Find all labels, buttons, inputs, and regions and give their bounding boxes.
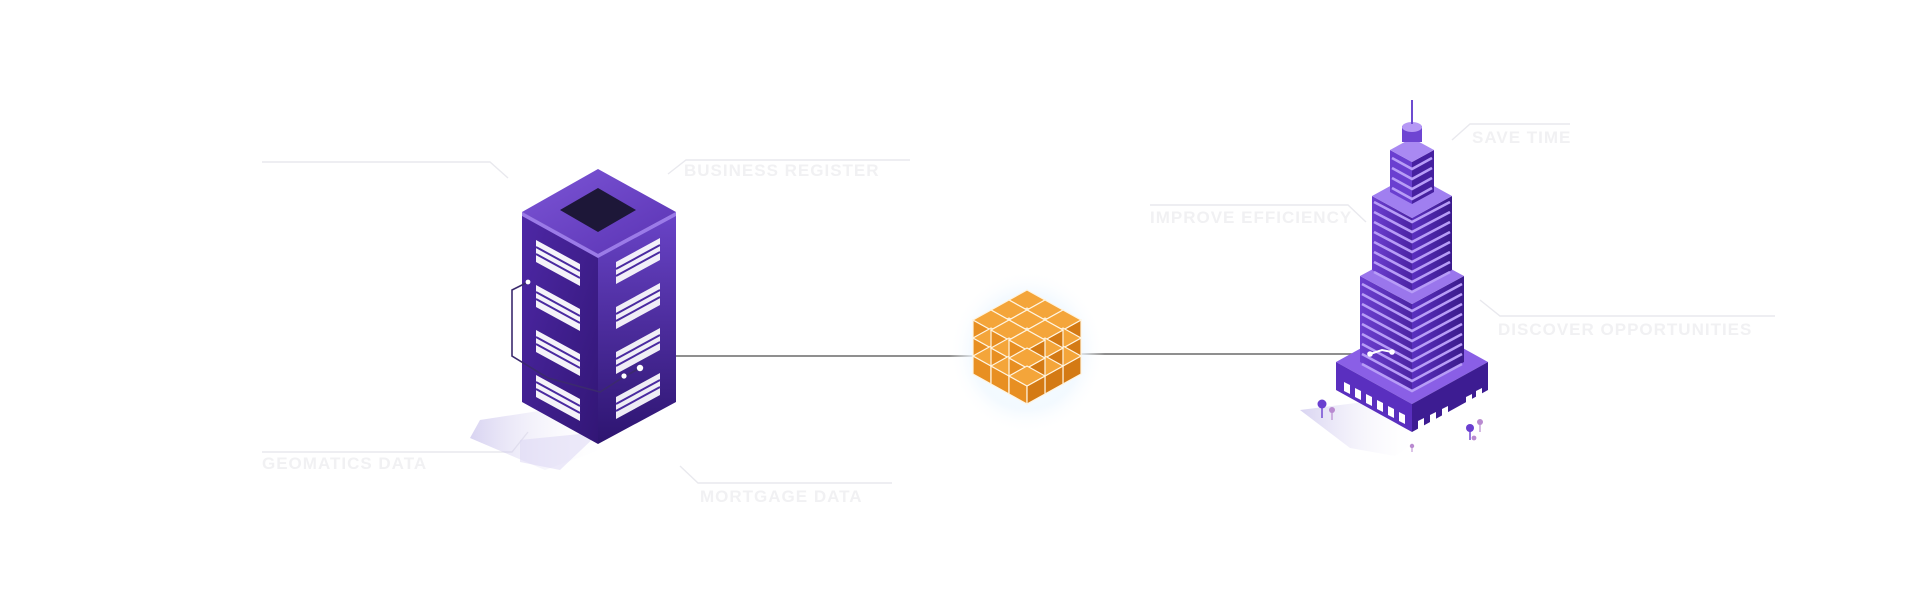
server-right-windows — [616, 238, 660, 419]
server-left-windows — [536, 240, 580, 421]
tower-connector — [1369, 348, 1393, 355]
server-circuit-node-3 — [621, 373, 627, 379]
tower-band — [1373, 210, 1451, 234]
label-save-time: SAVE TIME — [1472, 128, 1572, 147]
tower-upper-top — [1390, 138, 1434, 162]
tower-band — [1361, 332, 1463, 363]
cube-block-top — [1007, 365, 1047, 387]
tower-decor-dots — [1317, 399, 1483, 452]
tower-band — [1373, 250, 1451, 274]
callout-line-discover — [1479, 299, 1775, 317]
server-antenna-rods — [580, 172, 620, 230]
callout-lines — [262, 123, 1775, 484]
tower-connector-node — [1367, 351, 1373, 357]
tower-band — [1373, 240, 1451, 264]
tower-connector-node-2 — [1389, 349, 1395, 355]
tower-band — [1361, 282, 1463, 313]
tower-band — [1391, 186, 1433, 201]
callout-line-improve — [1150, 204, 1367, 223]
tower-band — [1373, 220, 1451, 244]
label-discover-opportunities: DISCOVER OPPORTUNITIES — [1498, 320, 1753, 339]
server-building-icon — [470, 169, 676, 470]
tower-band — [1391, 166, 1433, 181]
tower-band — [1373, 270, 1451, 294]
server-right-window-slats — [615, 244, 661, 412]
tower-band — [1391, 176, 1433, 191]
server-circuit-node-2 — [636, 364, 644, 372]
connector-lines — [670, 353, 1370, 357]
server-circuit-line — [511, 281, 641, 393]
tower-band — [1361, 322, 1463, 353]
cube-blocks — [971, 289, 1083, 406]
callout-line-mortgage — [679, 465, 892, 484]
server-circuit-node-1 — [525, 279, 531, 285]
tower-band — [1361, 352, 1463, 383]
tower-band — [1361, 292, 1463, 323]
tower-band — [1361, 302, 1463, 333]
data-cube-icon — [949, 270, 1105, 434]
tower-band — [1373, 230, 1451, 254]
tower-band — [1373, 260, 1451, 284]
label-geomatics-data: GEOMATICS DATA — [262, 454, 428, 473]
callout-line-save — [1451, 123, 1570, 141]
tower-band — [1361, 362, 1463, 393]
label-business-register: BUSINESS REGISTER — [684, 161, 880, 180]
tower-base-windows — [1344, 382, 1482, 430]
callout-line-business — [667, 159, 910, 175]
tower-band — [1391, 156, 1433, 171]
tower-spire-top — [1402, 122, 1422, 132]
server-left-window-slats — [535, 246, 581, 414]
label-mortgage-data: MORTGAGE DATA — [700, 487, 863, 506]
tower-bands — [1361, 156, 1463, 393]
label-improve-efficiency: IMPROVE EFFICIENCY — [1150, 208, 1353, 227]
server-shadow-2 — [520, 432, 600, 470]
callout-line-top-left — [262, 161, 509, 179]
tower-band — [1361, 312, 1463, 343]
tower-band — [1361, 342, 1463, 373]
skyscraper-icon — [1300, 100, 1488, 456]
tower-band — [1373, 200, 1451, 224]
